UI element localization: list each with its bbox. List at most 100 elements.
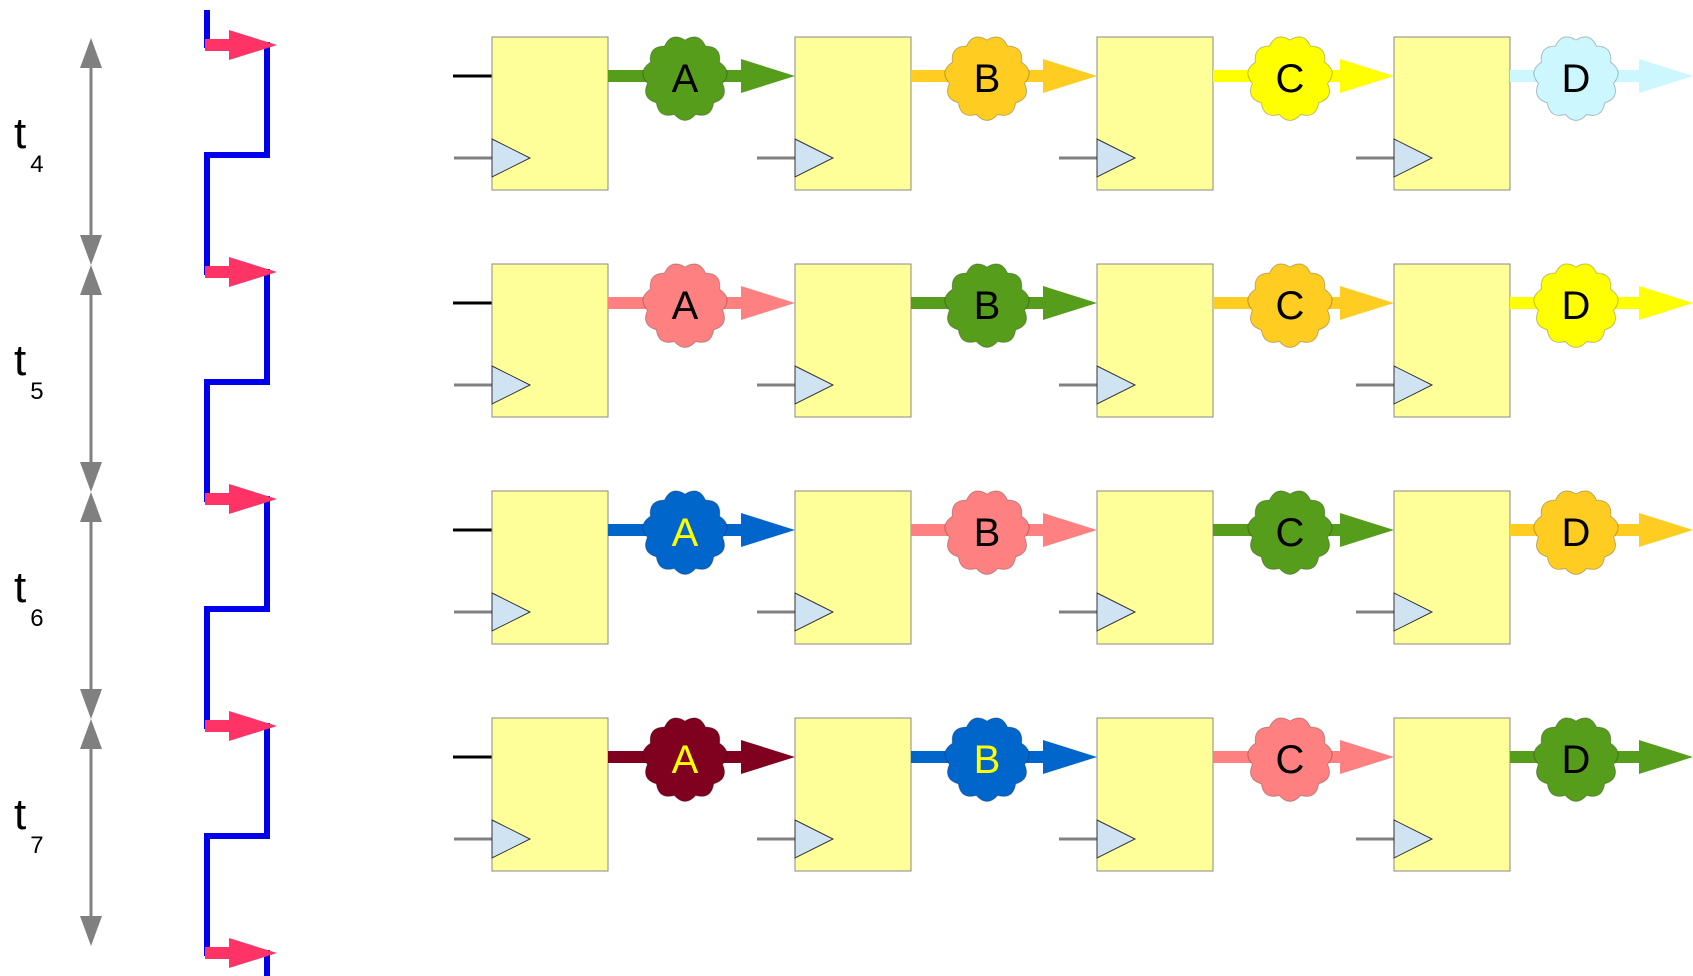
clock-input-triangle: [491, 365, 532, 405]
clock-input-triangle: [1393, 819, 1434, 859]
clock-input-triangle: [794, 592, 835, 632]
combinational-logic-cloud: [1533, 36, 1619, 121]
clock-input-triangle: [491, 138, 532, 178]
stage-label: C: [1276, 284, 1305, 328]
time-interval-label: t7: [14, 790, 44, 859]
stage-logic-c: C: [1213, 490, 1394, 575]
time-interval-arrow: [80, 492, 102, 719]
stage-label: D: [1562, 57, 1591, 101]
stage-label: C: [1276, 57, 1305, 101]
combinational-logic-cloud: [642, 717, 728, 802]
pipeline-register: [454, 263, 609, 418]
combinational-logic-cloud: [944, 263, 1030, 348]
stage-logic-c: C: [1213, 36, 1394, 121]
clock-input-triangle: [794, 365, 835, 405]
time-interval-group: t4 t5 t6 t7: [14, 38, 102, 946]
clock-input-triangle: [1096, 592, 1137, 632]
clock-input-triangle: [1393, 592, 1434, 632]
combinational-logic-cloud: [1247, 36, 1333, 121]
pipeline-register: [454, 490, 609, 645]
pipeline-register: [757, 36, 912, 191]
clock-rising-edge-arrow: [205, 257, 277, 287]
pipeline-row: A B C D: [453, 717, 1693, 872]
stage-logic-a: A: [608, 490, 795, 575]
stage-logic-a: A: [608, 717, 795, 802]
combinational-logic-cloud: [1247, 490, 1333, 575]
stage-label: B: [974, 738, 1001, 782]
stage-label: A: [672, 511, 699, 555]
time-interval-label: t5: [14, 336, 44, 405]
pipeline-register: [757, 717, 912, 872]
pipeline-register: [454, 36, 609, 191]
pipeline-register: [1356, 490, 1511, 645]
combinational-logic-cloud: [1533, 717, 1619, 802]
stage-logic-b: B: [911, 263, 1097, 348]
combinational-logic-cloud: [642, 263, 728, 348]
clock-input-triangle: [1393, 138, 1434, 178]
pipeline-row: A B C D: [453, 490, 1693, 645]
clock-input-triangle: [491, 592, 532, 632]
stage-logic-c: C: [1213, 263, 1394, 348]
combinational-logic-cloud: [642, 490, 728, 575]
clock-rising-edge-arrow: [205, 711, 277, 741]
combinational-logic-cloud: [1247, 717, 1333, 802]
pipeline-register: [1356, 263, 1511, 418]
pipeline-register: [454, 717, 609, 872]
stage-label: B: [974, 511, 1001, 555]
stage-logic-c: C: [1213, 717, 1394, 802]
pipeline-register: [1356, 717, 1511, 872]
combinational-logic-cloud: [1533, 263, 1619, 348]
stage-label: D: [1562, 511, 1591, 555]
combinational-logic-cloud: [944, 490, 1030, 575]
clock-waveform-group: [204, 10, 277, 976]
clock-rising-edge-arrow: [205, 30, 277, 60]
stage-label: A: [672, 57, 699, 101]
stage-label: C: [1276, 738, 1305, 782]
pipeline-register: [1059, 263, 1214, 418]
time-interval-arrow: [80, 265, 102, 492]
combinational-logic-cloud: [642, 36, 728, 121]
stage-logic-d: D: [1510, 717, 1693, 802]
combinational-logic-cloud: [944, 717, 1030, 802]
stage-logic-b: B: [911, 490, 1097, 575]
stage-label: D: [1562, 738, 1591, 782]
stage-label: C: [1276, 511, 1305, 555]
stage-logic-b: B: [911, 717, 1097, 802]
combinational-logic-cloud: [1533, 490, 1619, 575]
combinational-logic-cloud: [944, 36, 1030, 121]
clock-input-triangle: [1096, 138, 1137, 178]
clock-input-triangle: [1096, 365, 1137, 405]
pipeline-row: A B C D: [453, 36, 1693, 191]
stage-logic-d: D: [1510, 263, 1693, 348]
pipeline-register: [1059, 490, 1214, 645]
pipeline-rows-group: A B C D A B C D A B C D A B C D: [453, 36, 1693, 872]
stage-logic-d: D: [1510, 490, 1693, 575]
stage-label: A: [672, 738, 699, 782]
time-interval-arrow: [80, 38, 102, 265]
stage-logic-a: A: [608, 263, 795, 348]
pipeline-register: [1356, 36, 1511, 191]
time-interval-arrow: [80, 719, 102, 946]
pipeline-register: [1059, 36, 1214, 191]
stage-logic-b: B: [911, 36, 1097, 121]
pipeline-register: [1059, 717, 1214, 872]
stage-label: A: [672, 284, 699, 328]
time-interval-label: t4: [14, 109, 44, 178]
clock-rising-edge-arrow: [205, 938, 277, 968]
clock-input-triangle: [794, 819, 835, 859]
clock-input-triangle: [794, 138, 835, 178]
stage-label: B: [974, 284, 1001, 328]
time-interval-label: t6: [14, 563, 44, 632]
pipeline-register: [757, 263, 912, 418]
pipeline-register: [757, 490, 912, 645]
stage-logic-d: D: [1510, 36, 1693, 121]
clock-input-triangle: [491, 819, 532, 859]
combinational-logic-cloud: [1247, 263, 1333, 348]
pipeline-row: A B C D: [453, 263, 1693, 418]
clock-input-triangle: [1096, 819, 1137, 859]
clock-rising-edge-arrow: [205, 484, 277, 514]
stage-label: D: [1562, 284, 1591, 328]
clock-input-triangle: [1393, 365, 1434, 405]
stage-label: B: [974, 57, 1001, 101]
